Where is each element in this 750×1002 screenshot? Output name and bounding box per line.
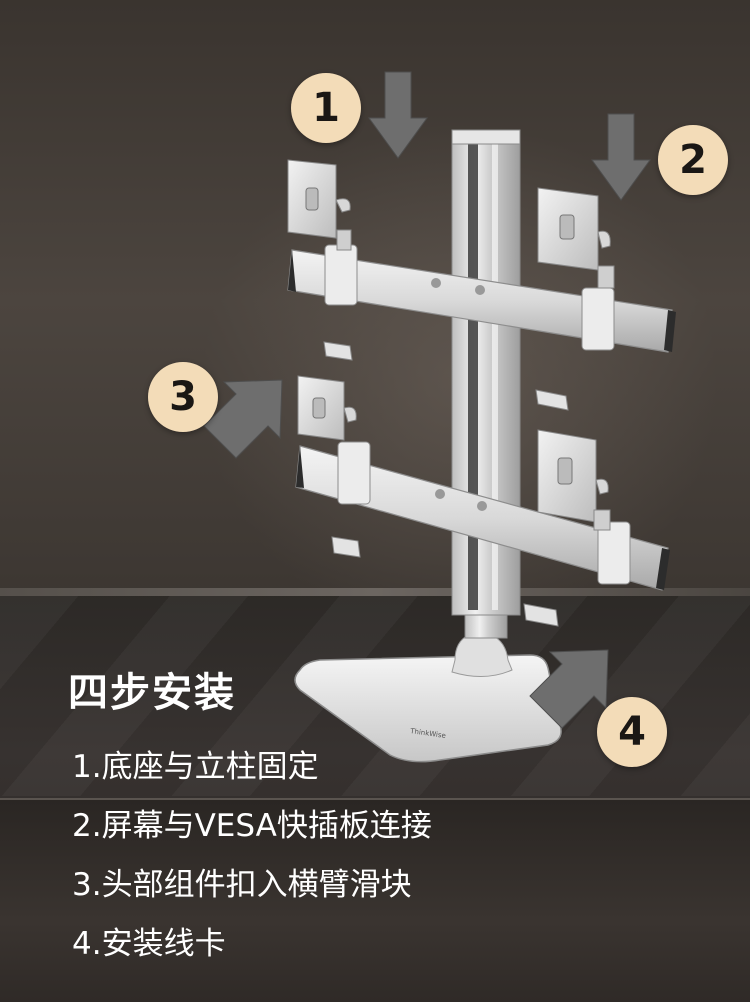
vesa-plate-lower-left xyxy=(297,375,357,441)
step-badge-2: 2 xyxy=(658,125,728,195)
lower-crossbar xyxy=(295,441,670,591)
table-edge xyxy=(0,588,750,596)
arrow-4-diagonal xyxy=(529,649,609,729)
base-plate: ThinkWise xyxy=(294,607,562,763)
step-item-3: 3.头部组件扣入横臂滑块 xyxy=(72,867,412,903)
step-list: 1.底座与立柱固定 2.屏幕与VESA快插板连接 3.头部组件扣入横臂滑块 4.… xyxy=(72,742,432,978)
arrow-1-down xyxy=(368,71,428,159)
arrow-3-diagonal xyxy=(203,379,283,459)
step-badge-3: 3 xyxy=(148,362,218,432)
step-item-1: 1.底座与立柱固定 xyxy=(72,749,319,785)
arrow-2-down xyxy=(591,113,651,201)
cable-clips xyxy=(323,341,569,627)
vesa-plate-lower-right xyxy=(537,429,611,531)
step-item-4: 4.安装线卡 xyxy=(72,926,226,962)
vesa-plate-upper-left xyxy=(287,159,352,251)
table-front xyxy=(0,798,750,1002)
step-badge-1: 1 xyxy=(291,73,361,143)
section-heading: 四步安装 xyxy=(68,670,236,716)
vesa-plate-upper-right xyxy=(537,187,615,289)
step-item-2: 2.屏幕与VESA快插板连接 xyxy=(72,808,432,844)
step-badge-4: 4 xyxy=(597,697,667,767)
